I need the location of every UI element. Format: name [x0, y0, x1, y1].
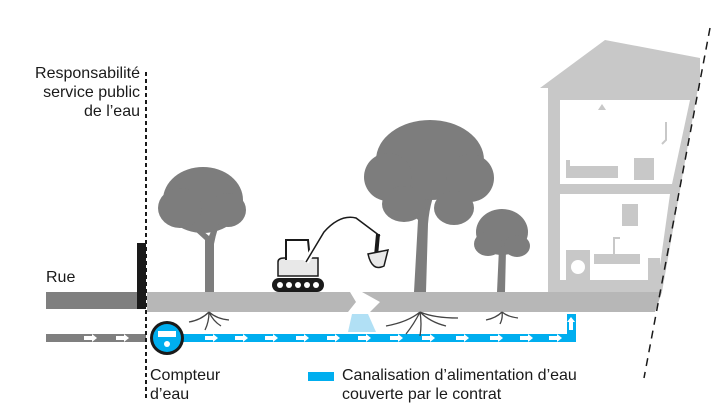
tree-icon [364, 120, 494, 292]
responsibility-line-3: de l’eau [83, 103, 140, 120]
legend-line-2: couverte par le contrat [342, 386, 502, 403]
legend-label: Canalisation d’alimentation d’eau couver… [342, 366, 577, 404]
tree-icon [158, 167, 246, 292]
meter-label-line-1: Compteur [150, 367, 221, 384]
boundary-post [137, 243, 146, 309]
water-meter-icon [150, 321, 184, 355]
tree-roots [385, 311, 459, 337]
tree-roots [188, 311, 230, 331]
responsibility-line-2: service public [43, 84, 140, 101]
leak-splash [348, 314, 376, 332]
tree-icon [474, 209, 530, 292]
property-edge [643, 27, 711, 379]
street-label: Rue [46, 269, 76, 286]
meter-label: Compteur d’eau [150, 366, 220, 404]
flow-arrow-icon [84, 317, 575, 342]
house-icon [540, 40, 700, 292]
responsibility-line-1: Responsabilité [35, 65, 140, 82]
ground-strip [147, 292, 662, 312]
meter-label-line-2: d’eau [150, 386, 190, 403]
excavator-icon [272, 214, 390, 292]
tree-roots [485, 311, 519, 325]
legend-swatch [308, 372, 334, 381]
street-road [46, 292, 138, 309]
legend-line-1: Canalisation d’alimentation d’eau [342, 367, 577, 384]
responsibility-label: Responsabilité service public de l’eau [8, 64, 140, 121]
